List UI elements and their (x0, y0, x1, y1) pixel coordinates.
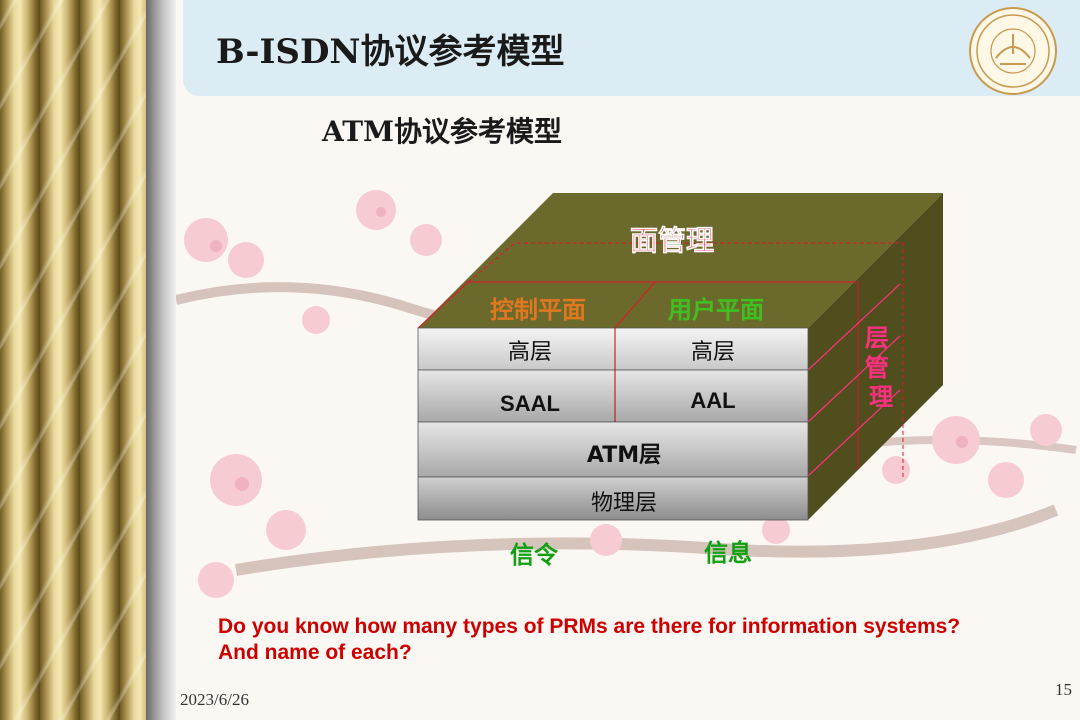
title-band (183, 0, 1080, 96)
atm-layer-label: ATM层 (587, 443, 661, 468)
control-plane-label: 控制平面 (490, 296, 586, 324)
slide-title: B-ISDN协议参考模型 (216, 32, 565, 72)
atm-layer-block (417, 421, 809, 478)
plane-management-label: 面管理 (630, 224, 714, 257)
aal-label: AAL (690, 388, 735, 413)
layer-management-lines (807, 283, 901, 477)
higher-layer-control-label: 高层 (508, 340, 552, 365)
university-seal-icon (969, 7, 1057, 95)
slide-date: 2023/6/26 (180, 690, 249, 709)
saal-label: SAAL (500, 391, 560, 416)
saal-block (417, 369, 616, 423)
information-label: 信息 (704, 539, 752, 567)
side-bar-shadow (146, 0, 176, 720)
user-plane-label: 用户平面 (668, 296, 764, 324)
higher-layer-control-block (417, 327, 616, 371)
discussion-question: Do you know how many types of PRMs are t… (218, 615, 961, 664)
layer-management-label: 层 管 理 (865, 324, 897, 411)
physical-layer-label: 物理层 (591, 491, 657, 516)
plane-management-outline (467, 242, 904, 478)
page-number: 15 (1055, 680, 1072, 699)
higher-layer-user-label: 高层 (691, 340, 735, 365)
cube-top-face (418, 193, 943, 328)
physical-layer-block (417, 476, 809, 521)
aal-block (614, 369, 809, 423)
cube-right-face (808, 193, 943, 520)
signaling-label: 信令 (510, 541, 559, 569)
higher-layer-user-block (614, 327, 809, 371)
diagram-subtitle: ATM协议参考模型 (322, 115, 563, 148)
